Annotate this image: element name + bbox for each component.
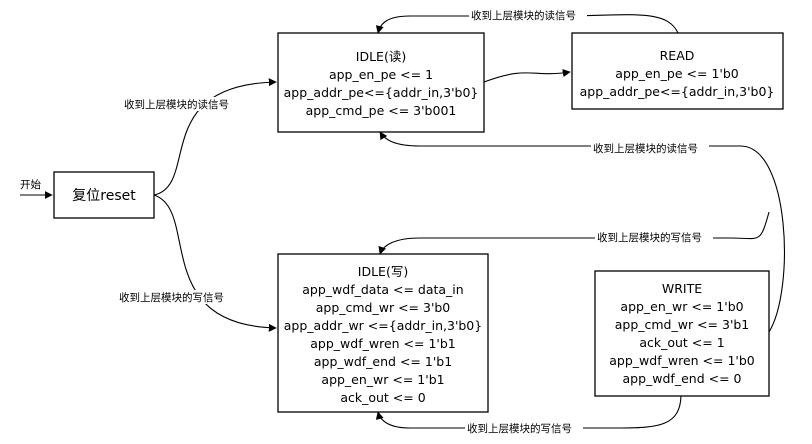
state-idle-read-title: IDLE(读) <box>356 49 406 64</box>
state-write: WRITE app_en_wr <= 1'b0 app_cmd_wr <= 3'… <box>594 270 770 397</box>
edge-write-to-idle-read <box>379 131 785 333</box>
edge-write-to-idle-write-top <box>378 211 770 255</box>
state-write-title: WRITE <box>662 281 702 296</box>
state-write-line: app_en_wr <= 1'b0 <box>620 299 743 314</box>
state-write-line: app_cmd_wr <= 3'b1 <box>615 317 750 332</box>
state-idle-write-line: app_wdf_data <= data_in <box>302 282 463 297</box>
state-write-line: app_wdf_wren <= 1'b0 <box>609 353 755 368</box>
state-idle-write-line: ack_out <= 0 <box>340 390 425 405</box>
state-idle-write-line: app_cmd_wr <= 3'b0 <box>316 300 451 315</box>
state-idle-read-line: app_en_pe <= 1 <box>329 67 433 82</box>
state-reset-title: 复位reset <box>72 187 136 204</box>
state-idle-write-line: app_en_wr <= 1'b1 <box>321 372 444 387</box>
state-write-line: ack_out <= 1 <box>639 335 724 350</box>
edge-label-write-to-idle-write-top: 收到上层模块的写信号 <box>597 231 702 244</box>
edge-reset-to-idle-read <box>153 78 277 196</box>
edge-label-write-to-idle-read: 收到上层模块的读信号 <box>593 142 698 155</box>
state-idle-write-line: app_wdf_wren <= 1'b1 <box>310 336 455 351</box>
state-read-line: app_addr_pe<={addr_in,3'b0} <box>580 84 775 99</box>
edge-write-to-idle-write-bottom <box>375 395 682 429</box>
edge-label-read-to-idle-read: 收到上层模块的读信号 <box>471 9 576 22</box>
edge-label-reset-to-idle-read: 收到上层模块的读信号 <box>124 98 229 111</box>
state-reset: 复位reset <box>53 171 155 219</box>
state-read: READ app_en_pe <= 1'b0 app_addr_pe<={add… <box>571 32 784 110</box>
start-label: 开始 <box>20 178 41 191</box>
edge-reset-to-idle-write <box>153 194 277 332</box>
edge-label-reset-to-idle-write: 收到上层模块的写信号 <box>119 291 224 304</box>
state-idle-write-line: app_wdf_end <= 1'b1 <box>314 354 452 369</box>
state-idle-read-line: app_cmd_pe <= 3'b001 <box>306 103 457 118</box>
state-read-line: app_en_pe <= 1'b0 <box>615 66 738 81</box>
state-idle-read-line: app_addr_pe<={addr_in,3'b0} <box>284 85 479 100</box>
edge-idle-read-to-read <box>483 69 571 83</box>
state-idle-write: IDLE(写) app_wdf_data <= data_in app_cmd_… <box>277 253 489 413</box>
state-idle-write-line: app_addr_wr <={addr_in,3'b0} <box>284 318 482 333</box>
state-read-title: READ <box>660 48 695 63</box>
state-write-line: app_wdf_end <= 0 <box>623 371 742 386</box>
state-idle-write-title: IDLE(写) <box>358 264 408 279</box>
state-idle-read: IDLE(读) app_en_pe <= 1 app_addr_pe<={add… <box>277 32 485 133</box>
edge-label-write-to-idle-write-bottom: 收到上层模块的写信号 <box>467 422 572 435</box>
